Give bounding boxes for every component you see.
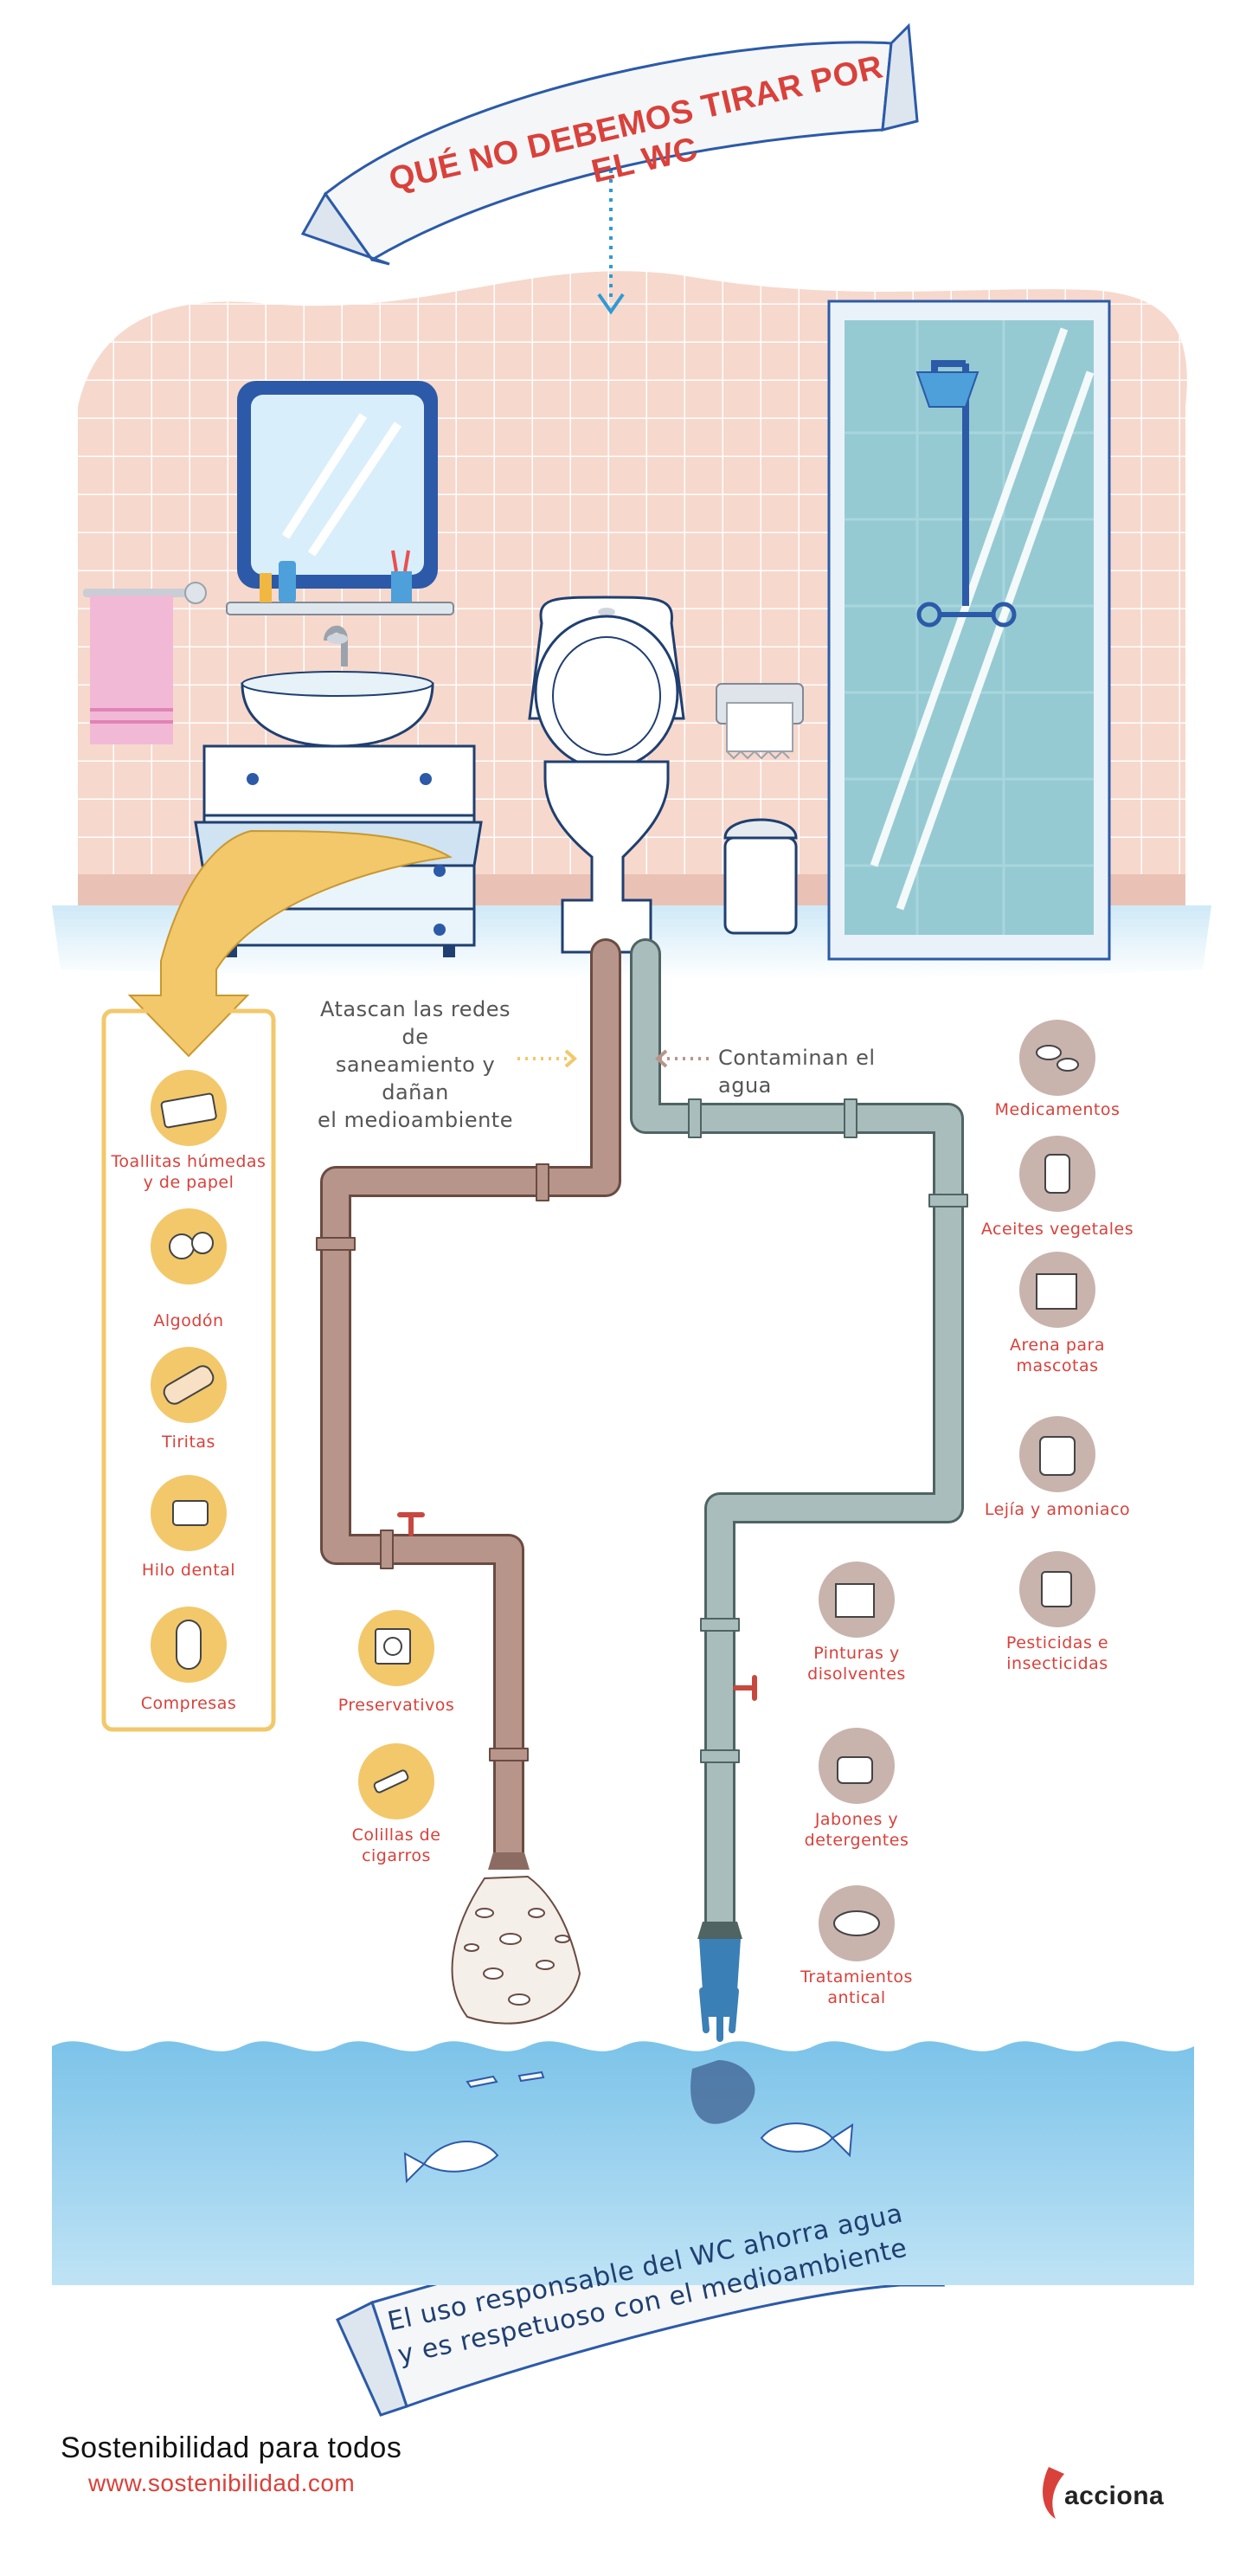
sink-cabinet xyxy=(194,625,483,957)
label-dental-floss: Hilo dental xyxy=(141,1561,236,1580)
label-condoms: Preservativos xyxy=(337,1696,455,1715)
mirror xyxy=(226,381,454,615)
label-bandages: Tiritas xyxy=(162,1433,215,1452)
label-cotton: Algodón xyxy=(153,1311,224,1330)
toilet xyxy=(528,596,685,954)
fish xyxy=(403,2070,854,2184)
title-banner xyxy=(300,23,919,266)
callout-pollute: Contaminan el agua xyxy=(718,1046,876,1098)
shower xyxy=(827,299,1111,961)
sea xyxy=(52,2041,1194,2285)
pipe-brown xyxy=(316,938,621,1870)
callout-clog: Atascan las redes de saneamiento y dañan… xyxy=(318,997,513,1132)
debris xyxy=(451,1875,581,2025)
trash-bin xyxy=(723,818,798,935)
acciona-logo-icon xyxy=(1043,2467,1064,2519)
label-bleach: Lejía y amoniaco xyxy=(984,1500,1131,1519)
towel xyxy=(83,582,207,744)
label-oils: Aceites vegetales xyxy=(980,1220,1134,1239)
callout-arrows xyxy=(517,1049,713,1068)
label-medicines: Medicamentos xyxy=(994,1100,1121,1119)
drawer-arrow xyxy=(127,829,453,1058)
down-arrow xyxy=(597,170,625,315)
toilet-paper xyxy=(716,683,804,760)
pipe-green xyxy=(630,938,968,2042)
absorbent-items-panel xyxy=(101,1008,276,1732)
footer-brand: Sostenibilidad para todos xyxy=(61,2431,402,2464)
footer-url[interactable]: www.sostenibilidad.com xyxy=(88,2470,356,2496)
label-pads: Compresas xyxy=(140,1694,237,1713)
acciona-logo: acciona xyxy=(1064,2482,1165,2510)
item-icons xyxy=(151,1020,1095,1961)
